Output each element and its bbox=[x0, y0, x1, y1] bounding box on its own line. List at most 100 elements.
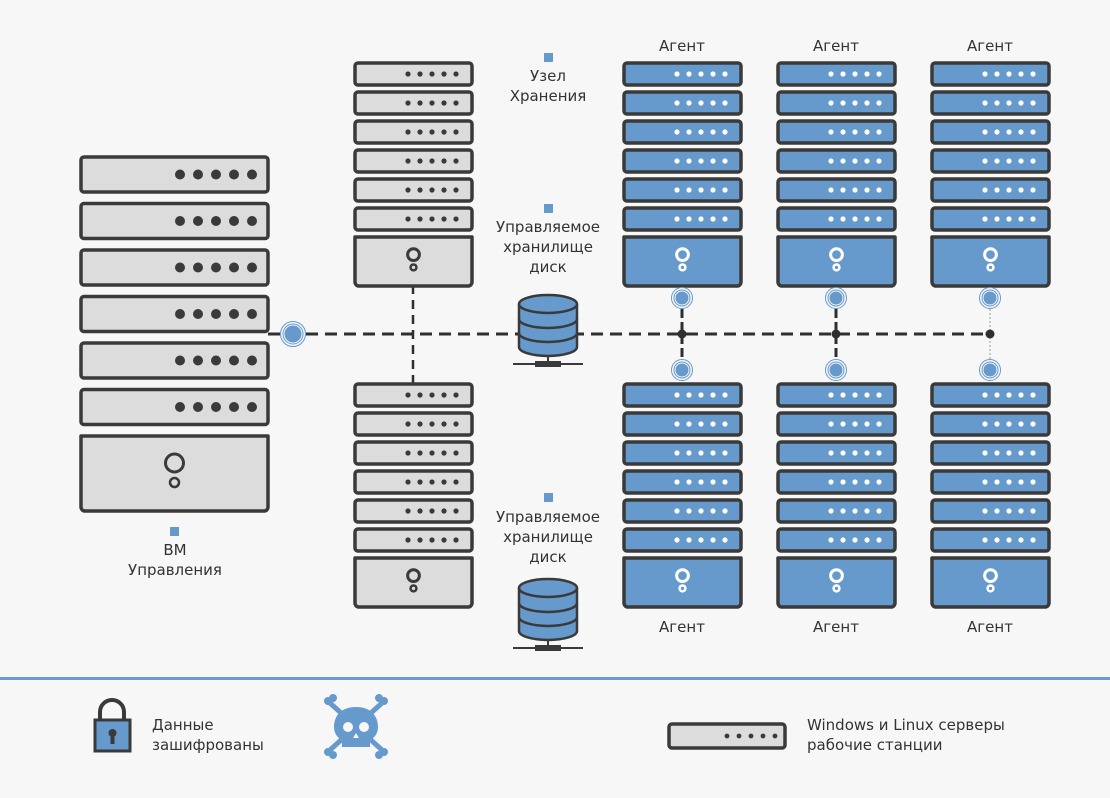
status-led-icon bbox=[211, 309, 221, 319]
status-led-icon bbox=[1018, 421, 1024, 427]
status-led-icon bbox=[994, 450, 1000, 456]
legend-separator bbox=[0, 677, 1110, 680]
managed-storage-top-line3: диск bbox=[529, 258, 566, 276]
status-led-icon bbox=[698, 216, 704, 222]
managed-storage-top-line2: хранилище bbox=[503, 238, 593, 256]
status-led-icon bbox=[982, 450, 988, 456]
agent-connector-icon bbox=[825, 287, 847, 309]
status-led-icon bbox=[864, 537, 870, 543]
rack-unit bbox=[930, 61, 1051, 87]
status-led-icon bbox=[674, 450, 680, 456]
status-led-icon bbox=[193, 262, 203, 273]
rack-unit bbox=[776, 177, 897, 203]
status-led-icon bbox=[876, 216, 882, 222]
db-base-block bbox=[535, 361, 561, 367]
status-led-icon bbox=[1006, 158, 1012, 164]
status-led-icon bbox=[722, 187, 728, 193]
connector-dot bbox=[983, 363, 997, 377]
rack-unit bbox=[930, 527, 1051, 553]
status-led-icon bbox=[1018, 537, 1024, 543]
status-led-icon bbox=[840, 71, 846, 77]
rack-unit bbox=[776, 440, 897, 466]
rack-unit bbox=[930, 206, 1051, 232]
status-led-icon bbox=[441, 508, 447, 514]
status-led-icon bbox=[405, 100, 411, 106]
status-led-icon bbox=[441, 158, 447, 164]
status-led-icon bbox=[417, 537, 423, 543]
status-led-icon bbox=[686, 537, 692, 543]
power-button-icon bbox=[406, 247, 421, 263]
status-led-icon bbox=[417, 479, 423, 485]
status-led-icon bbox=[994, 537, 1000, 543]
status-led-icon bbox=[211, 169, 221, 180]
indicator-light-icon bbox=[409, 584, 418, 593]
managed-storage-bottom-line1: Управляемое bbox=[496, 508, 600, 526]
status-led-icon bbox=[1030, 187, 1036, 193]
status-led-icon bbox=[710, 450, 716, 456]
rack-unit bbox=[930, 440, 1051, 466]
status-led-icon bbox=[876, 508, 882, 514]
junction-dot bbox=[985, 329, 995, 339]
connector-dot bbox=[284, 325, 302, 343]
rack-unit bbox=[930, 90, 1051, 116]
agent-top-1-label: Агент bbox=[659, 37, 705, 55]
status-led-icon bbox=[840, 508, 846, 514]
managed-storage-top-line1: Управляемое bbox=[496, 218, 600, 236]
status-led-icon bbox=[994, 100, 1000, 106]
rack-unit bbox=[776, 527, 897, 553]
status-led-icon bbox=[229, 402, 239, 412]
agent-rack-bottom-2 bbox=[776, 382, 897, 609]
status-led-icon bbox=[840, 216, 846, 222]
status-led-icon bbox=[722, 479, 728, 485]
db-base-block bbox=[535, 645, 561, 651]
status-led-icon bbox=[441, 100, 447, 106]
status-led-icon bbox=[828, 392, 834, 398]
status-led-icon bbox=[1030, 421, 1036, 427]
status-led-icon bbox=[441, 450, 447, 456]
status-led-icon bbox=[1006, 187, 1012, 193]
server-unit-icon bbox=[667, 722, 787, 750]
status-led-icon bbox=[982, 187, 988, 193]
rack-unit bbox=[353, 177, 474, 203]
status-led-icon bbox=[405, 392, 411, 398]
status-led-icon bbox=[1030, 537, 1036, 543]
status-led-icon bbox=[417, 129, 423, 135]
status-led-icon bbox=[722, 421, 728, 427]
status-led-icon bbox=[453, 100, 459, 106]
status-led-icon bbox=[828, 187, 834, 193]
junction-dot bbox=[831, 329, 841, 339]
status-led-icon bbox=[674, 71, 680, 77]
status-led-icon bbox=[722, 508, 728, 514]
status-led-icon bbox=[852, 450, 858, 456]
status-led-icon bbox=[994, 508, 1000, 514]
power-button-icon bbox=[983, 568, 998, 584]
power-button-icon bbox=[829, 568, 844, 584]
status-led-icon bbox=[211, 402, 221, 412]
status-led-icon bbox=[686, 479, 692, 485]
agent-connector-icon bbox=[979, 287, 1001, 309]
status-led-icon bbox=[852, 71, 858, 77]
status-led-icon bbox=[698, 129, 704, 135]
status-led-icon bbox=[175, 355, 185, 366]
status-led-icon bbox=[229, 355, 239, 366]
agent-connector-icon bbox=[825, 359, 847, 381]
status-led-icon bbox=[441, 479, 447, 485]
status-led-icon bbox=[1018, 216, 1024, 222]
status-led-icon bbox=[1006, 216, 1012, 222]
status-led-icon bbox=[175, 216, 185, 226]
inner-ring bbox=[827, 289, 845, 307]
status-led-icon bbox=[840, 100, 846, 106]
rack-unit bbox=[353, 527, 474, 553]
status-led-icon bbox=[405, 158, 411, 164]
status-led-icon bbox=[852, 479, 858, 485]
status-led-icon bbox=[698, 71, 704, 77]
agent-bottom-1-label: Агент bbox=[659, 618, 705, 636]
status-led-icon bbox=[876, 71, 882, 77]
inner-ring bbox=[673, 289, 691, 307]
legend-encrypted-line1: Данные bbox=[152, 716, 214, 734]
database-icon bbox=[513, 577, 583, 651]
status-led-icon bbox=[864, 421, 870, 427]
status-led-icon bbox=[864, 450, 870, 456]
status-led-icon bbox=[417, 187, 423, 193]
status-led-icon bbox=[840, 450, 846, 456]
